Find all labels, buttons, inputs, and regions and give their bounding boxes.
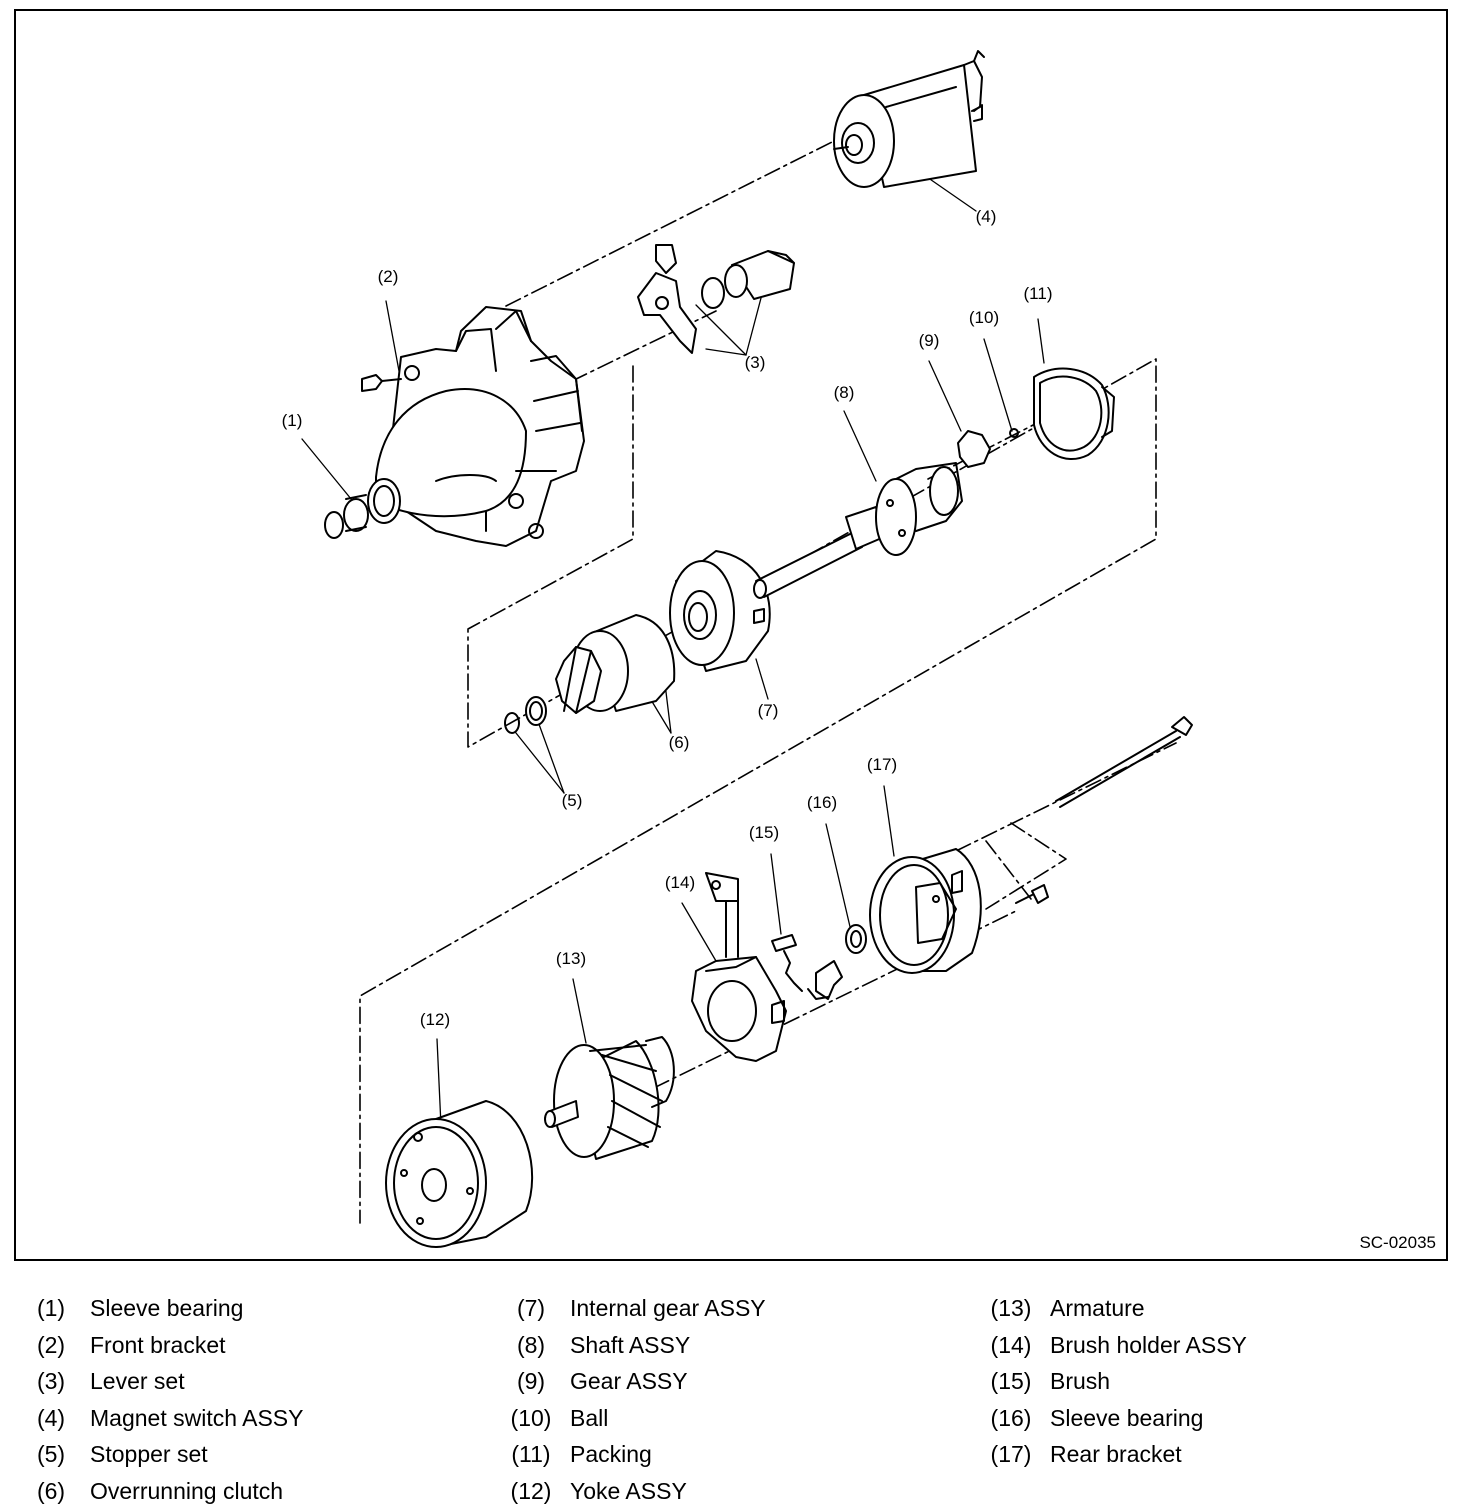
legend-number: (17) xyxy=(990,1441,1032,1467)
callout-8: (8) xyxy=(833,383,855,402)
parts-legend: (1) Sleeve bearing (2) Front bracket (3) Le… xyxy=(0,1290,1472,1510)
legend-name: Overrunning clutch xyxy=(90,1477,284,1504)
legend-number: (3) xyxy=(36,1368,66,1394)
callout-7: (7) xyxy=(757,701,779,720)
assembly-center-lines xyxy=(359,140,1177,1224)
figure-id: SC-02035 xyxy=(1359,1233,1436,1252)
legend-name: Brush xyxy=(1050,1368,1111,1394)
callout-17: (17) xyxy=(866,755,898,774)
legend-number: (10) xyxy=(510,1404,552,1431)
overrunning-clutch-part xyxy=(504,614,676,734)
legend-name: Shaft ASSY xyxy=(570,1331,691,1358)
legend-name: Armature xyxy=(1050,1295,1145,1321)
callout-3: (3) xyxy=(744,353,766,372)
legend-number: (16) xyxy=(990,1404,1032,1431)
yoke-part xyxy=(385,1100,534,1248)
lever-set-part xyxy=(637,244,795,354)
magnet-switch-part xyxy=(833,50,985,188)
gear-ball-packing-parts xyxy=(957,367,1115,468)
legend-number: (6) xyxy=(36,1477,66,1504)
legend-number: (2) xyxy=(36,1331,66,1358)
legend-name: Rear bracket xyxy=(1050,1441,1182,1467)
legend-number: (5) xyxy=(36,1441,66,1467)
legend-number: (7) xyxy=(516,1295,546,1321)
callout-14: (14) xyxy=(664,873,696,892)
callout-5: (5) xyxy=(561,791,583,810)
legend-number: (8) xyxy=(516,1331,546,1358)
callout-1: (1) xyxy=(281,411,303,430)
callout-9: (9) xyxy=(918,331,940,350)
diagram-frame: (1) (2) (3) (4) (5) (6) (7) (8) (9) (10)… xyxy=(14,9,1448,1261)
callout-15: (15) xyxy=(748,823,780,842)
sleeve-bearing-brush-parts xyxy=(771,924,867,1000)
callout-6: (6) xyxy=(668,733,690,752)
legend-number: (15) xyxy=(990,1368,1032,1394)
callout-13: (13) xyxy=(555,949,587,968)
shaft-assy-part xyxy=(753,462,963,599)
legend-name: Lever set xyxy=(90,1368,185,1394)
callout-10: (10) xyxy=(968,308,1000,327)
legend-name: Internal gear ASSY xyxy=(570,1295,766,1321)
leader-lines xyxy=(301,165,1045,1127)
legend-name: Gear ASSY xyxy=(570,1368,688,1394)
rear-bracket-part xyxy=(869,716,1193,974)
legend-name: Sleeve bearing xyxy=(1050,1404,1204,1431)
internal-gear-part xyxy=(669,550,771,672)
brush-holder-part xyxy=(691,872,787,1062)
legend-number: (14) xyxy=(990,1331,1032,1358)
legend-number: (11) xyxy=(511,1441,551,1467)
legend-name: Sleeve bearing xyxy=(90,1295,244,1321)
armature-part xyxy=(544,1036,675,1160)
legend-name: Front bracket xyxy=(90,1331,226,1358)
legend-number: (9) xyxy=(516,1368,546,1394)
legend-name: Ball xyxy=(570,1404,609,1431)
legend-number: (4) xyxy=(36,1404,66,1431)
legend-name: Magnet switch ASSY xyxy=(90,1404,304,1431)
callout-16: (16) xyxy=(806,793,838,812)
legend-name: Yoke ASSY xyxy=(570,1477,687,1504)
legend-number: (1) xyxy=(36,1295,66,1321)
exploded-view-drawing xyxy=(301,50,1193,1248)
legend-number: (13) xyxy=(990,1295,1032,1321)
callout-12: (12) xyxy=(419,1010,451,1029)
front-bracket-part xyxy=(324,306,585,547)
legend-number: (12) xyxy=(510,1477,552,1504)
callout-4: (4) xyxy=(975,207,997,226)
callout-2: (2) xyxy=(377,267,399,286)
legend-name: Packing xyxy=(570,1441,652,1467)
legend-name: Brush holder ASSY xyxy=(1050,1331,1247,1358)
legend-name: Stopper set xyxy=(90,1441,208,1467)
callout-11: (11) xyxy=(1023,284,1053,303)
